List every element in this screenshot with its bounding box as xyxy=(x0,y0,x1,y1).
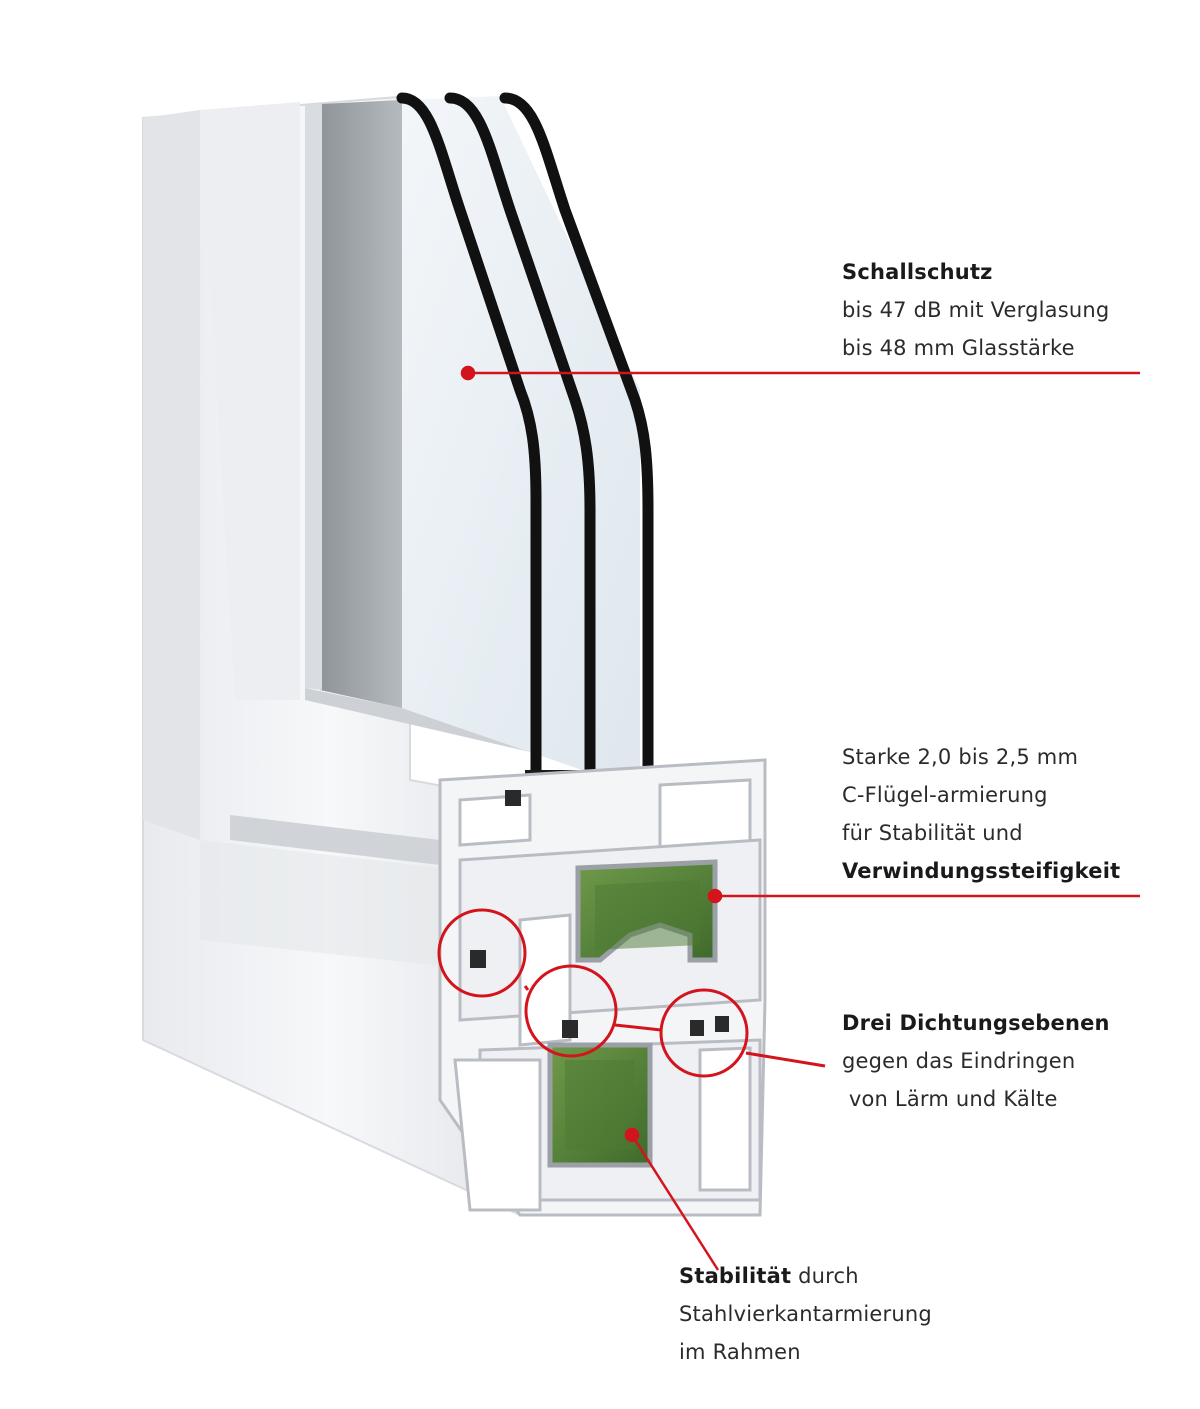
callout-stability-line1: Stahlvierkantarmierung xyxy=(679,1302,932,1326)
callout-reinforcement-line1: Starke 2,0 bis 2,5 mm xyxy=(842,745,1079,769)
frame-reinforcement xyxy=(547,1042,653,1168)
callout-reinforcement-line3: für Stabilität und xyxy=(842,821,1023,845)
callout-stability-rest: durch xyxy=(791,1264,859,1288)
callout-seals-line1: gegen das Eindringen xyxy=(842,1049,1076,1073)
glass-pane xyxy=(402,96,640,790)
callout-stability-bold: Stabilität xyxy=(679,1264,792,1288)
callout-reinforcement-bold: Verwindungssteifigkeit xyxy=(842,859,1121,883)
leader-dot-stability xyxy=(624,1127,640,1143)
glazing-bead xyxy=(305,100,530,752)
callout-stability-heading: Stabilität durch xyxy=(679,1257,932,1295)
callout-soundproofing-title: Schallschutz xyxy=(842,260,993,284)
sash-reinforcement xyxy=(575,859,718,963)
callout-soundproofing-line1: bis 47 dB mit Verglasung xyxy=(842,298,1110,322)
callout-soundproofing: Schallschutz bis 47 dB mit Verglasung bi… xyxy=(842,253,1109,367)
callout-reinforcement-line2: C-Flügel-armierung xyxy=(842,783,1048,807)
callout-reinforcement: Starke 2,0 bis 2,5 mm C-Flügel-armierung… xyxy=(842,738,1120,890)
seal-highlight-circles xyxy=(437,908,826,1078)
leader-dot-reinforcement xyxy=(707,888,723,904)
callout-stability: Stabilität durch Stahlvierkantarmierung … xyxy=(679,1257,932,1371)
callout-stability-line2: im Rahmen xyxy=(679,1340,801,1364)
leader-dot-soundproofing xyxy=(460,365,476,381)
callout-seals-line2: von Lärm und Kälte xyxy=(842,1087,1058,1111)
callout-seals: Drei Dichtungsebenen gegen das Eindringe… xyxy=(842,1004,1110,1118)
callout-leaders xyxy=(460,365,1140,1271)
callout-soundproofing-line2: bis 48 mm Glasstärke xyxy=(842,336,1075,360)
gaskets xyxy=(470,790,729,1038)
triple-glazing-edges xyxy=(396,92,654,796)
callout-seals-title: Drei Dichtungsebenen xyxy=(842,1011,1110,1035)
